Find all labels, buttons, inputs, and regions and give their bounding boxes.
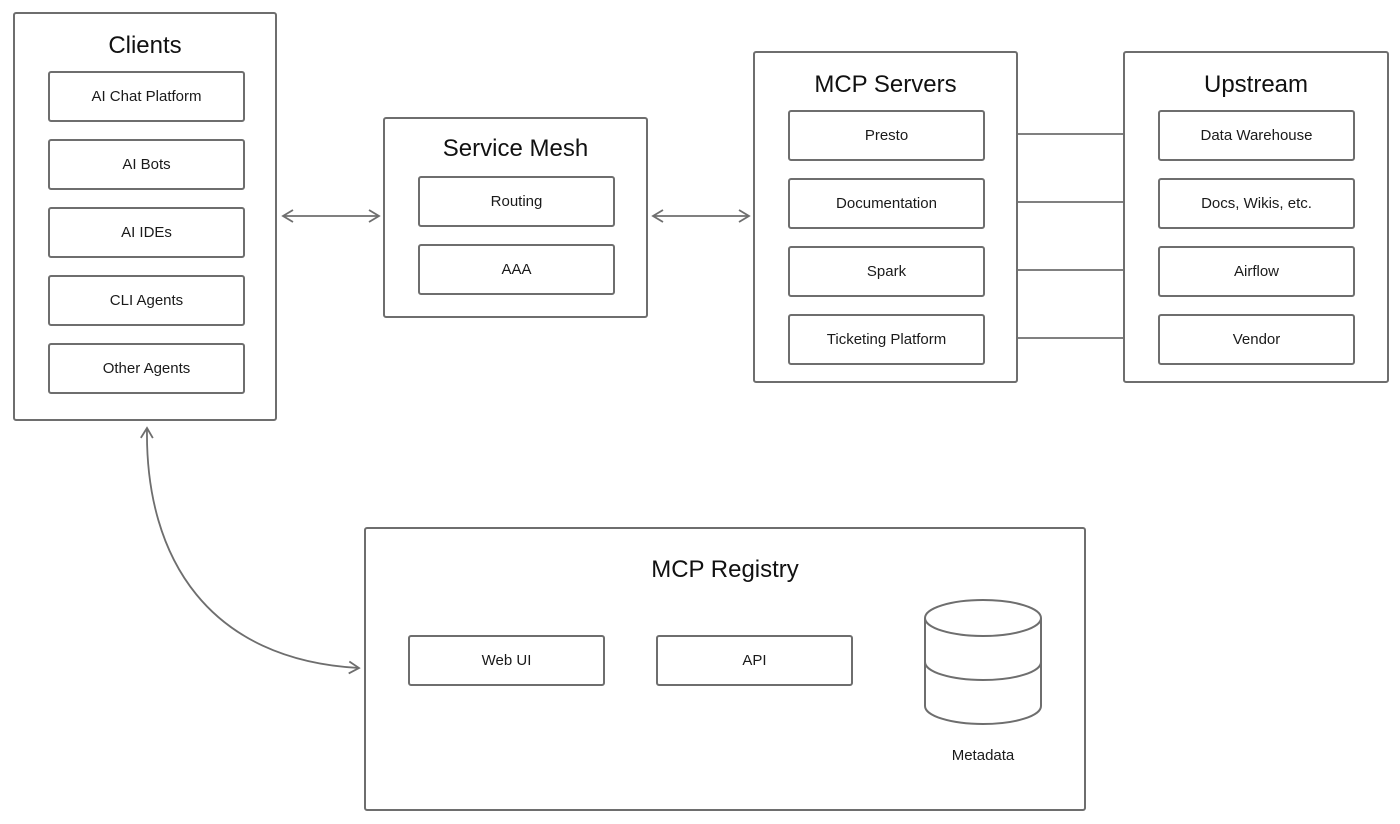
- registry-api: API: [656, 635, 853, 686]
- registry-web-ui: Web UI: [408, 635, 605, 686]
- upstream-airflow: Airflow: [1158, 246, 1355, 297]
- database-icon: [924, 599, 1042, 725]
- upstream-data-warehouse: Data Warehouse: [1158, 110, 1355, 161]
- server-presto: Presto: [788, 110, 985, 161]
- metadata-label: Metadata: [951, 747, 1015, 764]
- client-ai-ides: AI IDEs: [48, 207, 245, 258]
- client-ai-chat-platform: AI Chat Platform: [48, 71, 245, 122]
- service-mesh-title: Service Mesh: [442, 135, 589, 162]
- arrow-clients-registry: [140, 426, 361, 675]
- upstream-group: Upstream Data Warehouse Docs, Wikis, etc…: [1123, 51, 1389, 383]
- service-mesh-group: Service Mesh Routing AAA: [383, 117, 648, 318]
- server-spark: Spark: [788, 246, 985, 297]
- mesh-routing: Routing: [418, 176, 615, 227]
- upstream-title: Upstream: [1203, 71, 1309, 98]
- mcp-servers-title: MCP Servers: [814, 71, 957, 98]
- mesh-aaa: AAA: [418, 244, 615, 295]
- mcp-servers-group: MCP Servers Presto Documentation Spark T…: [753, 51, 1018, 383]
- upstream-docs-wikis: Docs, Wikis, etc.: [1158, 178, 1355, 229]
- clients-group: Clients AI Chat Platform AI Bots AI IDEs…: [13, 12, 277, 421]
- clients-title: Clients: [108, 32, 182, 59]
- mcp-registry-group: MCP Registry Web UI API: [364, 527, 1086, 811]
- client-other-agents: Other Agents: [48, 343, 245, 394]
- client-ai-bots: AI Bots: [48, 139, 245, 190]
- server-documentation: Documentation: [788, 178, 985, 229]
- client-cli-agents: CLI Agents: [48, 275, 245, 326]
- mcp-registry-title: MCP Registry: [651, 556, 799, 583]
- server-ticketing-platform: Ticketing Platform: [788, 314, 985, 365]
- upstream-vendor: Vendor: [1158, 314, 1355, 365]
